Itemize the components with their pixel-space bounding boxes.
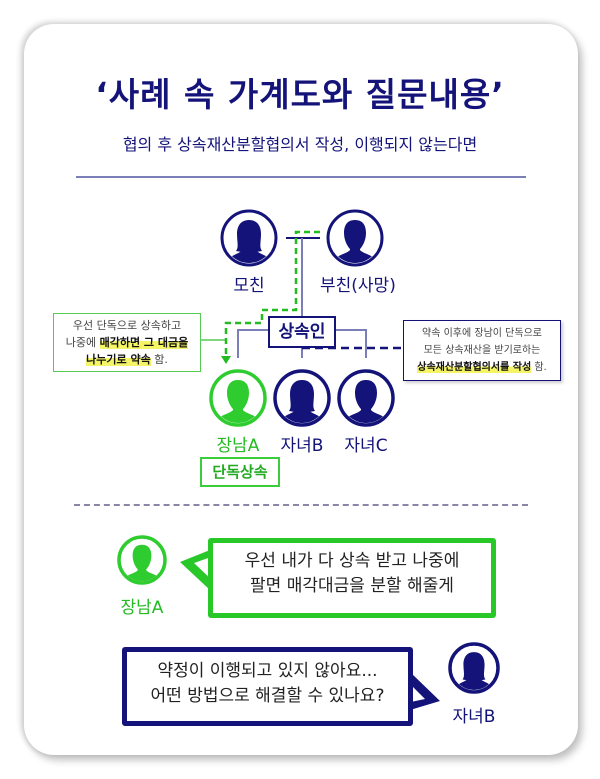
mother-label: 모친 (233, 276, 265, 296)
father-avatar (326, 209, 384, 267)
child-a-avatar (209, 369, 267, 427)
speaker-b-bubble: 약정이 이행되고 있지 않아요... 어떤 방법으로 해결할 수 있나요? (122, 647, 413, 726)
agreement-note-highlight: 상속재산분할협의서를 작성 (417, 362, 532, 373)
page-subtitle: 협의 후 상속재산분할협의서 작성, 이행되지 않는다면 (122, 135, 478, 154)
promise-note-highlight: 매각하면 그 대금을 (99, 336, 189, 349)
promise-note-highlight: 나누기로 약속 (86, 353, 151, 366)
speaker-b-avatar (448, 642, 500, 694)
speaker-a-line2: 팔면 매각대금을 분할 해줄게 (250, 576, 454, 596)
title-divider (76, 176, 526, 178)
sole-inheritance-badge: 단독상속 (200, 457, 280, 487)
mother-avatar (220, 209, 278, 267)
promise-note-line2: 나중에 매각하면 그 대금을 (54, 334, 200, 351)
section-divider (74, 504, 528, 506)
promise-note-text: 함. (150, 353, 168, 366)
speaker-b-line1: 약정이 이행되고 있지 않아요... (157, 661, 378, 681)
children-branch-line (237, 329, 268, 358)
child-c-label: 자녀C (344, 436, 388, 456)
page-title: ‘사례 속 가계도와 질문내용’ (95, 75, 505, 114)
agreement-note-line2: 모든 상속재산을 받기로하는 (423, 345, 541, 356)
heirs-label-box: 상속인 (268, 316, 336, 348)
promise-note-text: 나중에 (65, 336, 100, 349)
promise-note-line1: 우선 단독으로 상속하고 (72, 319, 182, 332)
agreement-note: 약속 이후에 장남이 단독으로 모든 상속재산을 받기로하는 상속재산분할협의서… (403, 320, 561, 381)
child-b-label: 자녀B (280, 436, 324, 456)
children-branch-line-right (334, 329, 367, 358)
agreement-arrow-head (221, 356, 231, 364)
agreement-path-dashed (224, 230, 320, 357)
bubble-a-tail (180, 550, 210, 590)
speaker-b-label: 자녀B (452, 707, 496, 727)
child-c-avatar (337, 369, 395, 427)
child-b-avatar (273, 369, 331, 427)
speaker-a-label: 장남A (120, 598, 164, 618)
promise-note-line3: 나누기로 약속 함. (54, 351, 200, 368)
speaker-a-avatar (117, 535, 167, 585)
child-a-label: 장남A (216, 436, 260, 456)
father-label: 부친(사망) (320, 276, 396, 296)
promise-note: 우선 단독으로 상속하고 나중에 매각하면 그 대금을 나누기로 약속 함. (53, 313, 201, 372)
agreement-note-line1: 약속 이후에 장남이 단독으로 (422, 328, 542, 339)
agreement-note-text: 함. (531, 362, 547, 373)
speaker-a-bubble: 우선 내가 다 상속 받고 나중에 팔면 매각대금을 분할 해줄게 (208, 538, 496, 618)
speaker-b-line2: 어떤 방법으로 해결할 수 있나요? (150, 686, 385, 706)
agreement-note-line3: 상속재산분할협의서를 작성 함. (404, 359, 560, 376)
speaker-a-line1: 우선 내가 다 상속 받고 나중에 (244, 551, 460, 571)
